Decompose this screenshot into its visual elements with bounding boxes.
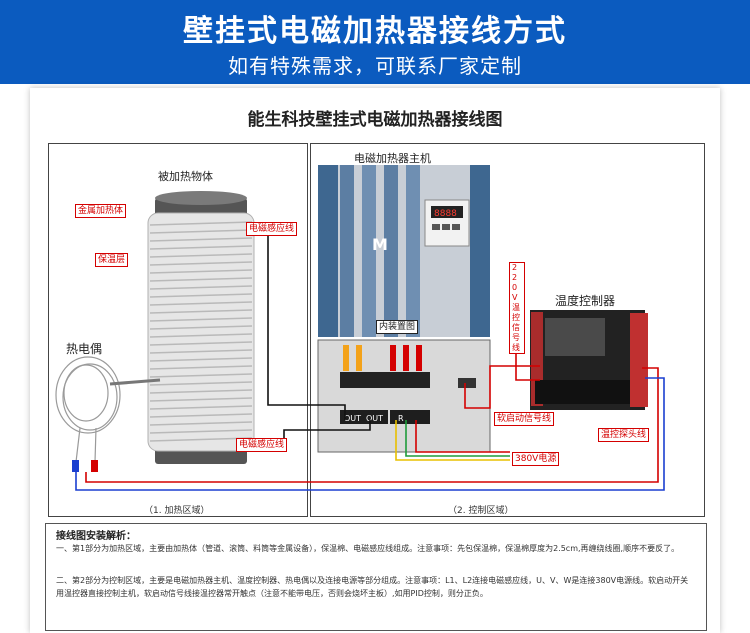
signal-vertical-label: 220V温控信号线 [509,262,525,354]
coil-bottom-label: 电磁感应线 [236,438,288,452]
probe-wire-label: 温控探头线 [598,428,650,442]
svg-text:M: M [372,235,388,254]
terminal-out-1: OUT [344,414,361,423]
internal-view [317,339,491,453]
diagram-title: 能生科技壁挂式电磁加热器接线图 [247,110,503,130]
notes-title: 接线图安装解析： [56,531,136,542]
header-banner: 壁挂式电磁加热器接线方式 如有特殊需求，可联系厂家定制 [0,0,750,84]
metal-heater-label: 金属加热体 [75,204,127,218]
temperature-controller [530,310,648,410]
soft-start-label: 软启动信号线 [494,412,555,426]
notes-paragraph-1: 一、第1部分为加热区域，主要由加热体（管道、滚筒、料筒等金属设备），保温棉、电磁… [56,544,680,553]
heating-region-box [48,143,308,517]
wires [75,227,665,491]
installation-notes: 接线图安装解析： 一、第1部分为加热区域，主要由加热体（管道、滚筒、料筒等金属设… [45,523,707,631]
host-label: 电磁加热器主机 [354,152,431,165]
thermocouple-coil [55,356,161,463]
coil-top-label: 电磁感应线 [246,222,298,236]
internal-view-label: 内装置图 [376,320,419,334]
control-region-box [310,143,705,517]
temp-controller-label: 温度控制器 [555,294,616,308]
banner-title: 壁挂式电磁加热器接线方式 [183,14,567,49]
terminal-out-2: OUT [366,414,383,423]
heated-object-label: 被加热物体 [158,170,213,183]
heated-cylinder [147,191,255,464]
banner-subtitle: 如有特殊需求，可联系厂家定制 [228,54,522,78]
notes-paragraph-2: 二、第2部分为控制区域，主要是电磁加热器主机、温度控制器、热电偶以及连接电源等部… [56,576,689,598]
host-machine: M [318,165,490,337]
thermocouple-label: 热电偶 [66,342,103,356]
power-label: 380V电源 [512,452,560,466]
control-region-caption: （2. 控制区域） [448,506,514,516]
insulation-label: 保温层 [95,253,129,267]
terminal-r: R [398,414,404,423]
display-readout: 8888 [434,209,457,219]
heating-region-caption: （1. 加热区域） [144,506,210,516]
